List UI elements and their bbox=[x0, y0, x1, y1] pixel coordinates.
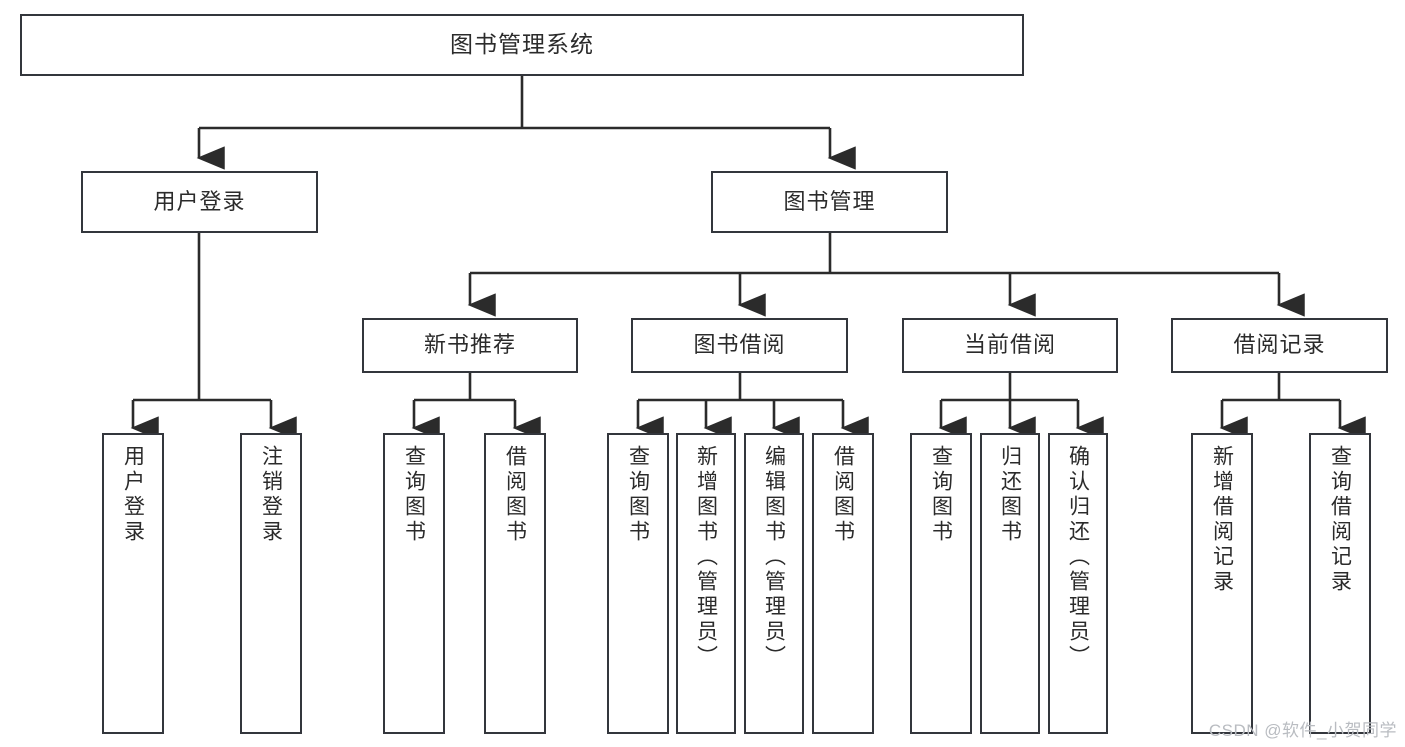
leaf-user-login-logout[interactable]: 注销登录 bbox=[240, 433, 302, 734]
node-label: 借阅图书 bbox=[831, 445, 855, 545]
leaf-current-borrow-query-book[interactable]: 查询图书 bbox=[910, 433, 972, 734]
node-label: 当前借阅 bbox=[963, 332, 1056, 358]
leaf-book-borrow-edit-book-admin[interactable]: 编辑图书（管理员） bbox=[744, 433, 804, 734]
node-label: 查询图书 bbox=[402, 445, 426, 545]
node-current-borrow[interactable]: 当前借阅 bbox=[902, 318, 1118, 373]
node-label: 借阅图书 bbox=[503, 445, 527, 545]
node-label: 新增借阅记录 bbox=[1210, 445, 1234, 595]
leaf-current-borrow-return-book[interactable]: 归还图书 bbox=[980, 433, 1040, 734]
leaf-current-borrow-confirm-return-admin[interactable]: 确认归还（管理员） bbox=[1048, 433, 1108, 734]
node-label: 归还图书 bbox=[998, 445, 1022, 545]
leaf-user-login-login[interactable]: 用户登录 bbox=[102, 433, 164, 734]
leaf-book-borrow-query-book[interactable]: 查询图书 bbox=[607, 433, 669, 734]
node-label: 确认归还（管理员） bbox=[1066, 445, 1090, 670]
node-label: 查询图书 bbox=[929, 445, 953, 545]
node-label: 图书管理系统 bbox=[450, 31, 594, 58]
node-new-book-recommend[interactable]: 新书推荐 bbox=[362, 318, 578, 373]
node-label: 查询图书 bbox=[626, 445, 650, 545]
node-label: 新书推荐 bbox=[423, 332, 516, 358]
node-label: 用户登录 bbox=[153, 188, 246, 214]
leaf-new-book-borrow-book[interactable]: 借阅图书 bbox=[484, 433, 546, 734]
node-label: 编辑图书（管理员） bbox=[762, 445, 786, 670]
leaf-borrow-record-add-record[interactable]: 新增借阅记录 bbox=[1191, 433, 1253, 734]
node-borrow-record[interactable]: 借阅记录 bbox=[1171, 318, 1388, 373]
node-label: 注销登录 bbox=[259, 445, 283, 545]
node-label: 借阅记录 bbox=[1233, 332, 1326, 358]
node-label: 图书管理 bbox=[783, 188, 876, 214]
leaf-book-borrow-borrow-book[interactable]: 借阅图书 bbox=[812, 433, 874, 734]
node-book-management[interactable]: 图书管理 bbox=[711, 171, 948, 233]
node-user-login[interactable]: 用户登录 bbox=[81, 171, 318, 233]
leaf-borrow-record-query-record[interactable]: 查询借阅记录 bbox=[1309, 433, 1371, 734]
node-label: 新增图书（管理员） bbox=[694, 445, 718, 670]
csdn-watermark: CSDN @软件_小贺同学 bbox=[1208, 721, 1397, 740]
node-root-book-management-system[interactable]: 图书管理系统 bbox=[20, 14, 1024, 76]
node-book-borrow[interactable]: 图书借阅 bbox=[631, 318, 848, 373]
node-label: 查询借阅记录 bbox=[1328, 445, 1352, 595]
leaf-book-borrow-add-book-admin[interactable]: 新增图书（管理员） bbox=[676, 433, 736, 734]
node-label: 用户登录 bbox=[121, 445, 145, 545]
leaf-new-book-query-book[interactable]: 查询图书 bbox=[383, 433, 445, 734]
node-label: 图书借阅 bbox=[693, 332, 786, 358]
